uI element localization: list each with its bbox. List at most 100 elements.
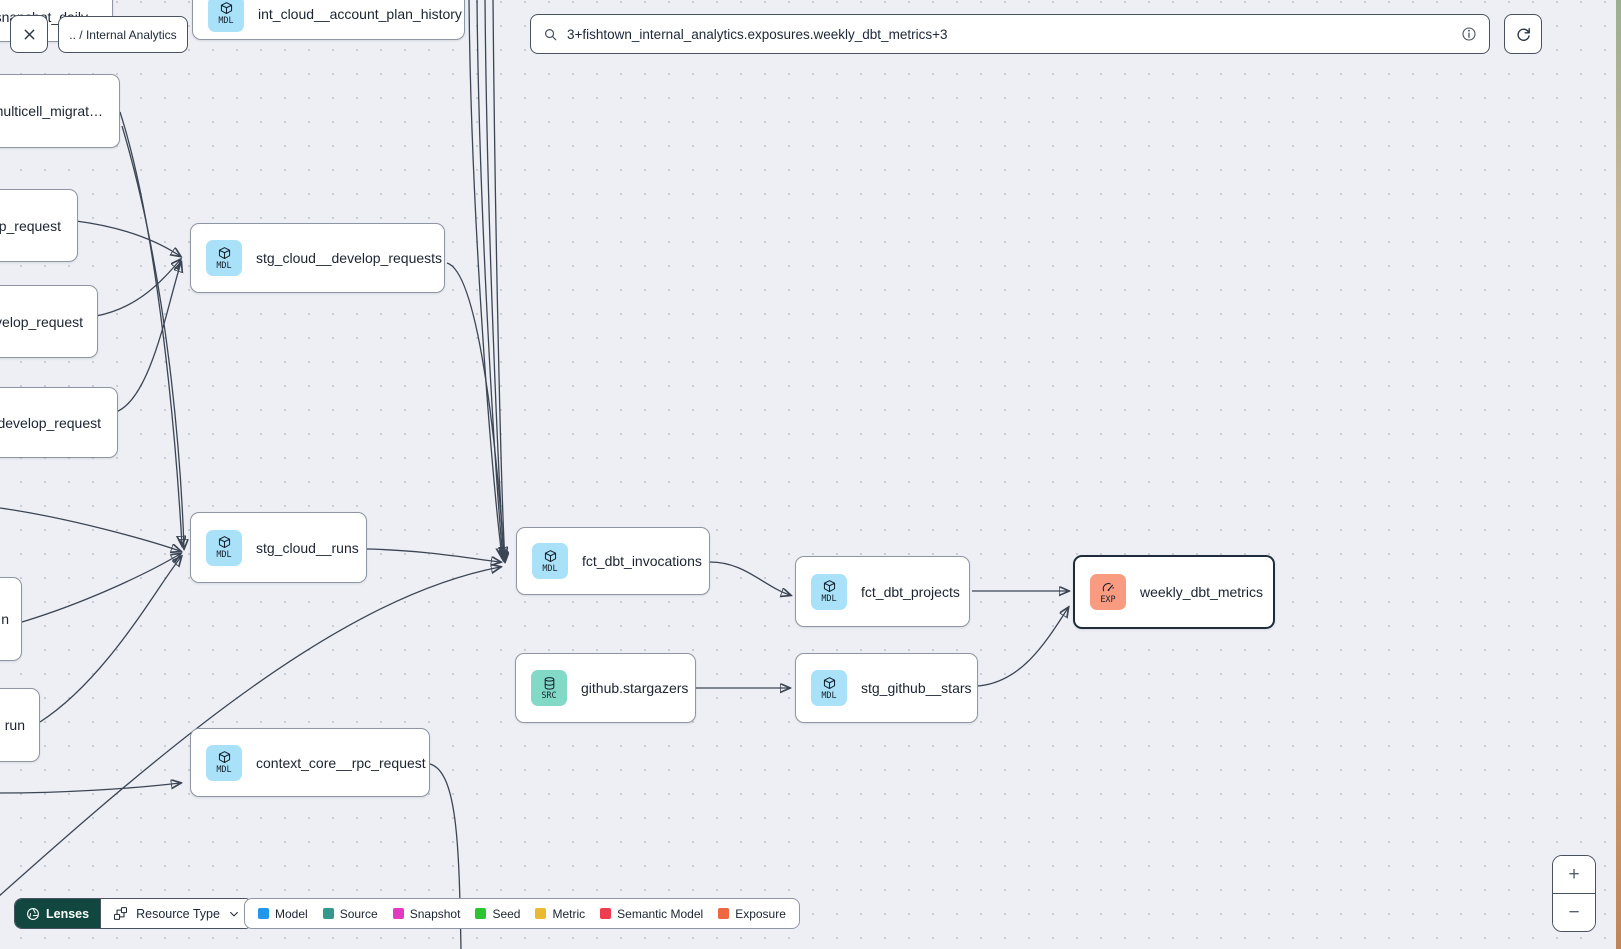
legend-item: Model [258,907,308,921]
node-label: velop_request [0,313,83,330]
node-develop-request[interactable]: develop_request [0,387,118,458]
node-label: develop_request [0,414,101,431]
model-badge: MDL [206,240,242,276]
model-badge: MDL [811,670,847,706]
refresh-button[interactable] [1504,14,1542,54]
node-weekly-dbt-metrics[interactable]: EXP weekly_dbt_metrics [1073,555,1275,629]
lenses-toolbar: Lenses Resource Type [14,898,253,929]
cube-icon [218,751,230,764]
lenses-button[interactable]: Lenses [15,899,101,928]
model-badge: MDL [206,529,242,566]
node-label: n [1,611,9,627]
node-run-partial[interactable]: run [0,688,40,762]
zoom-out-button[interactable]: − [1553,894,1595,931]
zoom-controls: + − [1552,855,1596,932]
refresh-icon [1516,27,1530,41]
badge-label: EXP [1100,594,1116,605]
cube-icon [220,2,232,15]
zoom-in-button[interactable]: + [1553,856,1595,894]
badge-label: MDL [216,550,232,560]
node-fct-dbt-projects[interactable]: MDL fct_dbt_projects [795,556,970,627]
node-p-request[interactable]: p_request [0,189,78,262]
exposure-badge: EXP [1090,574,1126,610]
resource-type-button[interactable]: Resource Type [100,899,252,928]
cube-icon [218,536,230,549]
badge-label: MDL [216,260,232,271]
legend-item: Seed [475,907,520,921]
badge-label: SRC [541,690,557,701]
close-icon [24,29,34,39]
legend-label: Semantic Model [617,906,704,921]
badge-label: MDL [218,16,234,26]
badge-label: MDL [821,594,837,604]
node-label: run [4,717,25,733]
search-bar[interactable] [530,14,1490,54]
legend-item: Source [322,906,378,921]
resource-type-label: Resource Type [136,906,220,921]
legend-swatch [600,908,612,919]
legend-swatch [322,908,334,919]
node-int-cloud-account-plan-history[interactable]: MDL int_cloud__account_plan_history [192,0,465,40]
resource-type-icon [114,907,128,920]
search-input[interactable] [567,26,1452,42]
model-badge: MDL [208,0,244,32]
node-label: fct_dbt_projects [861,583,960,600]
legend-item: Metric [535,907,585,921]
chevron-down-icon [230,911,238,916]
breadcrumb-label: .. / Internal Analytics [69,27,177,42]
legend-label: Metric [552,906,586,921]
node-label: context_core__rpc_request [256,754,426,771]
node-label: multicell_migrat… [0,103,103,119]
legend-label: Seed [492,906,521,921]
legend-item: Exposure [718,907,786,921]
node-label: weekly_dbt_metrics [1140,584,1263,600]
badge-label: MDL [216,765,232,775]
model-badge: MDL [811,573,847,610]
lenses-icon [27,907,39,920]
legend-item: Snapshot [392,906,461,921]
legend-swatch [535,908,547,919]
node-label: int_cloud__account_plan_history [258,5,462,22]
legend-label: Model [275,906,308,921]
node-label: github.stargazers [581,680,689,696]
model-badge: MDL [206,744,242,781]
legend-swatch [258,908,269,919]
gauge-icon [1102,582,1114,591]
node-label: fct_dbt_invocations [582,553,702,569]
legend-swatch [718,908,730,919]
breadcrumb[interactable]: .. / Internal Analytics [58,16,188,53]
node-github-stargazers[interactable]: SRC github.stargazers [515,653,696,723]
legend-item: Semantic Model [600,907,703,921]
node-n-partial[interactable]: n [0,577,22,661]
info-icon[interactable] [1461,26,1477,42]
source-badge: SRC [531,670,567,706]
model-badge: MDL [532,543,568,579]
cube-icon [218,246,230,259]
close-button[interactable] [10,15,48,53]
legend-label: Snapshot [409,906,461,921]
legend-label: Source [339,906,378,921]
node-stg-cloud-develop-requests[interactable]: MDL stg_cloud__develop_requests [190,223,445,293]
node-label: stg_cloud__develop_requests [256,250,443,266]
lenses-label: Lenses [46,906,90,921]
window-edge-strip [1616,0,1621,949]
legend-swatch [392,908,404,919]
cube-icon [823,580,835,593]
badge-label: MDL [542,563,558,574]
node-context-core-rpc-request[interactable]: MDL context_core__rpc_request [190,728,430,797]
legend-swatch [475,908,487,919]
resource-type-legend: Model Source Snapshot Seed Metric Semantic Mo… [244,898,800,929]
node-velop-request[interactable]: velop_request [0,285,98,358]
cube-icon [823,676,835,689]
search-icon [545,28,557,40]
cube-icon [544,549,556,562]
badge-label: MDL [821,690,837,701]
node-multicell-migrat[interactable]: multicell_migrat… [0,74,120,148]
node-stg-github-stars[interactable]: MDL stg_github__stars [795,653,978,723]
legend-label: Exposure [735,906,786,921]
node-fct-dbt-invocations[interactable]: MDL fct_dbt_invocations [516,527,710,595]
node-label: stg_github__stars [861,680,972,696]
